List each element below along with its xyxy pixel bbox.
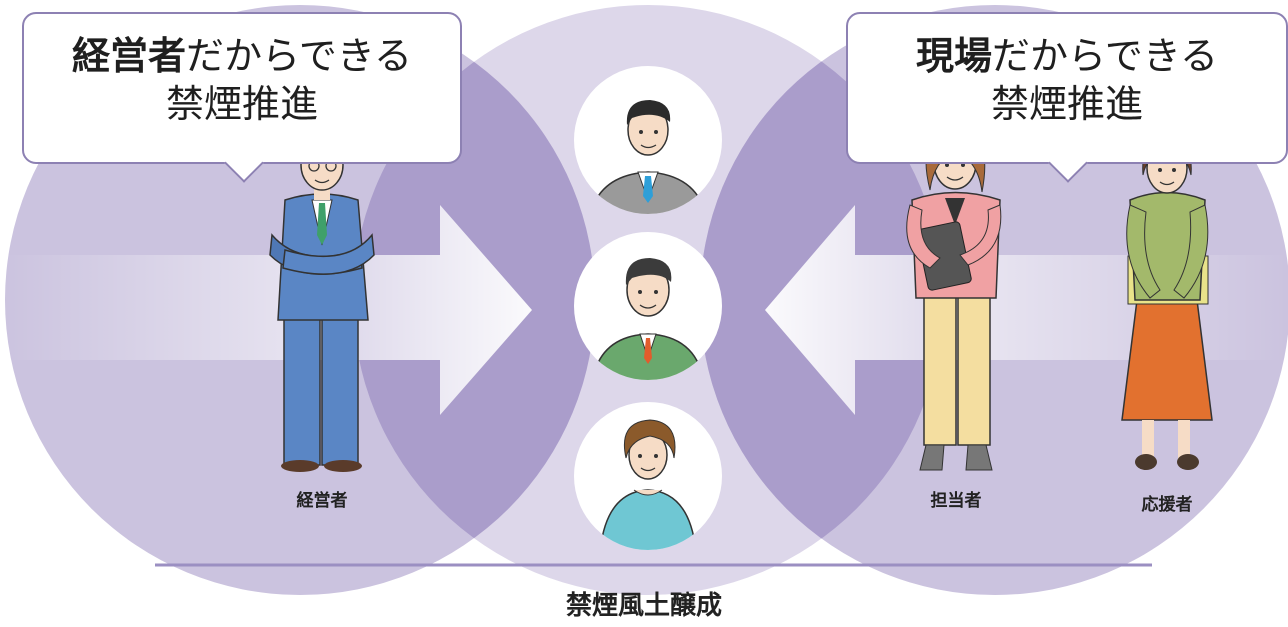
left-speech-bubble: 経営者だからできる 禁煙推進 [22, 12, 462, 183]
right-bubble-line1: 現場だからできる [848, 32, 1286, 80]
left-bubble-bold: 経営者 [71, 34, 186, 78]
label-manager: 担当者 [930, 491, 982, 511]
label-executive: 経営者 [296, 491, 348, 511]
right-speech-bubble: 現場だからできる 禁煙推進 [846, 12, 1288, 183]
label-supporter: 応援者 [1141, 495, 1193, 515]
manager-figure [906, 126, 1002, 471]
left-arrow [0, 205, 532, 415]
avatar-2-figure [591, 258, 705, 380]
left-bubble-rest: だからできる [185, 34, 413, 78]
left-overlap [353, 5, 595, 595]
left-bubble-line2: 禁煙推進 [165, 82, 318, 126]
supporter-figure [1121, 137, 1213, 470]
right-bubble-bold: 現場 [915, 34, 992, 78]
left-bubble-line1: 経営者だからできる [24, 32, 460, 80]
bottom-caption: 禁煙風土醸成 [565, 591, 722, 621]
right-overlap [700, 5, 943, 595]
avatar-3-figure [599, 419, 697, 550]
executive-figure [269, 137, 375, 472]
right-bubble-rest: だからできる [991, 34, 1219, 78]
avatar-1-figure [589, 100, 707, 214]
right-bubble-line2: 禁煙推進 [990, 82, 1143, 126]
